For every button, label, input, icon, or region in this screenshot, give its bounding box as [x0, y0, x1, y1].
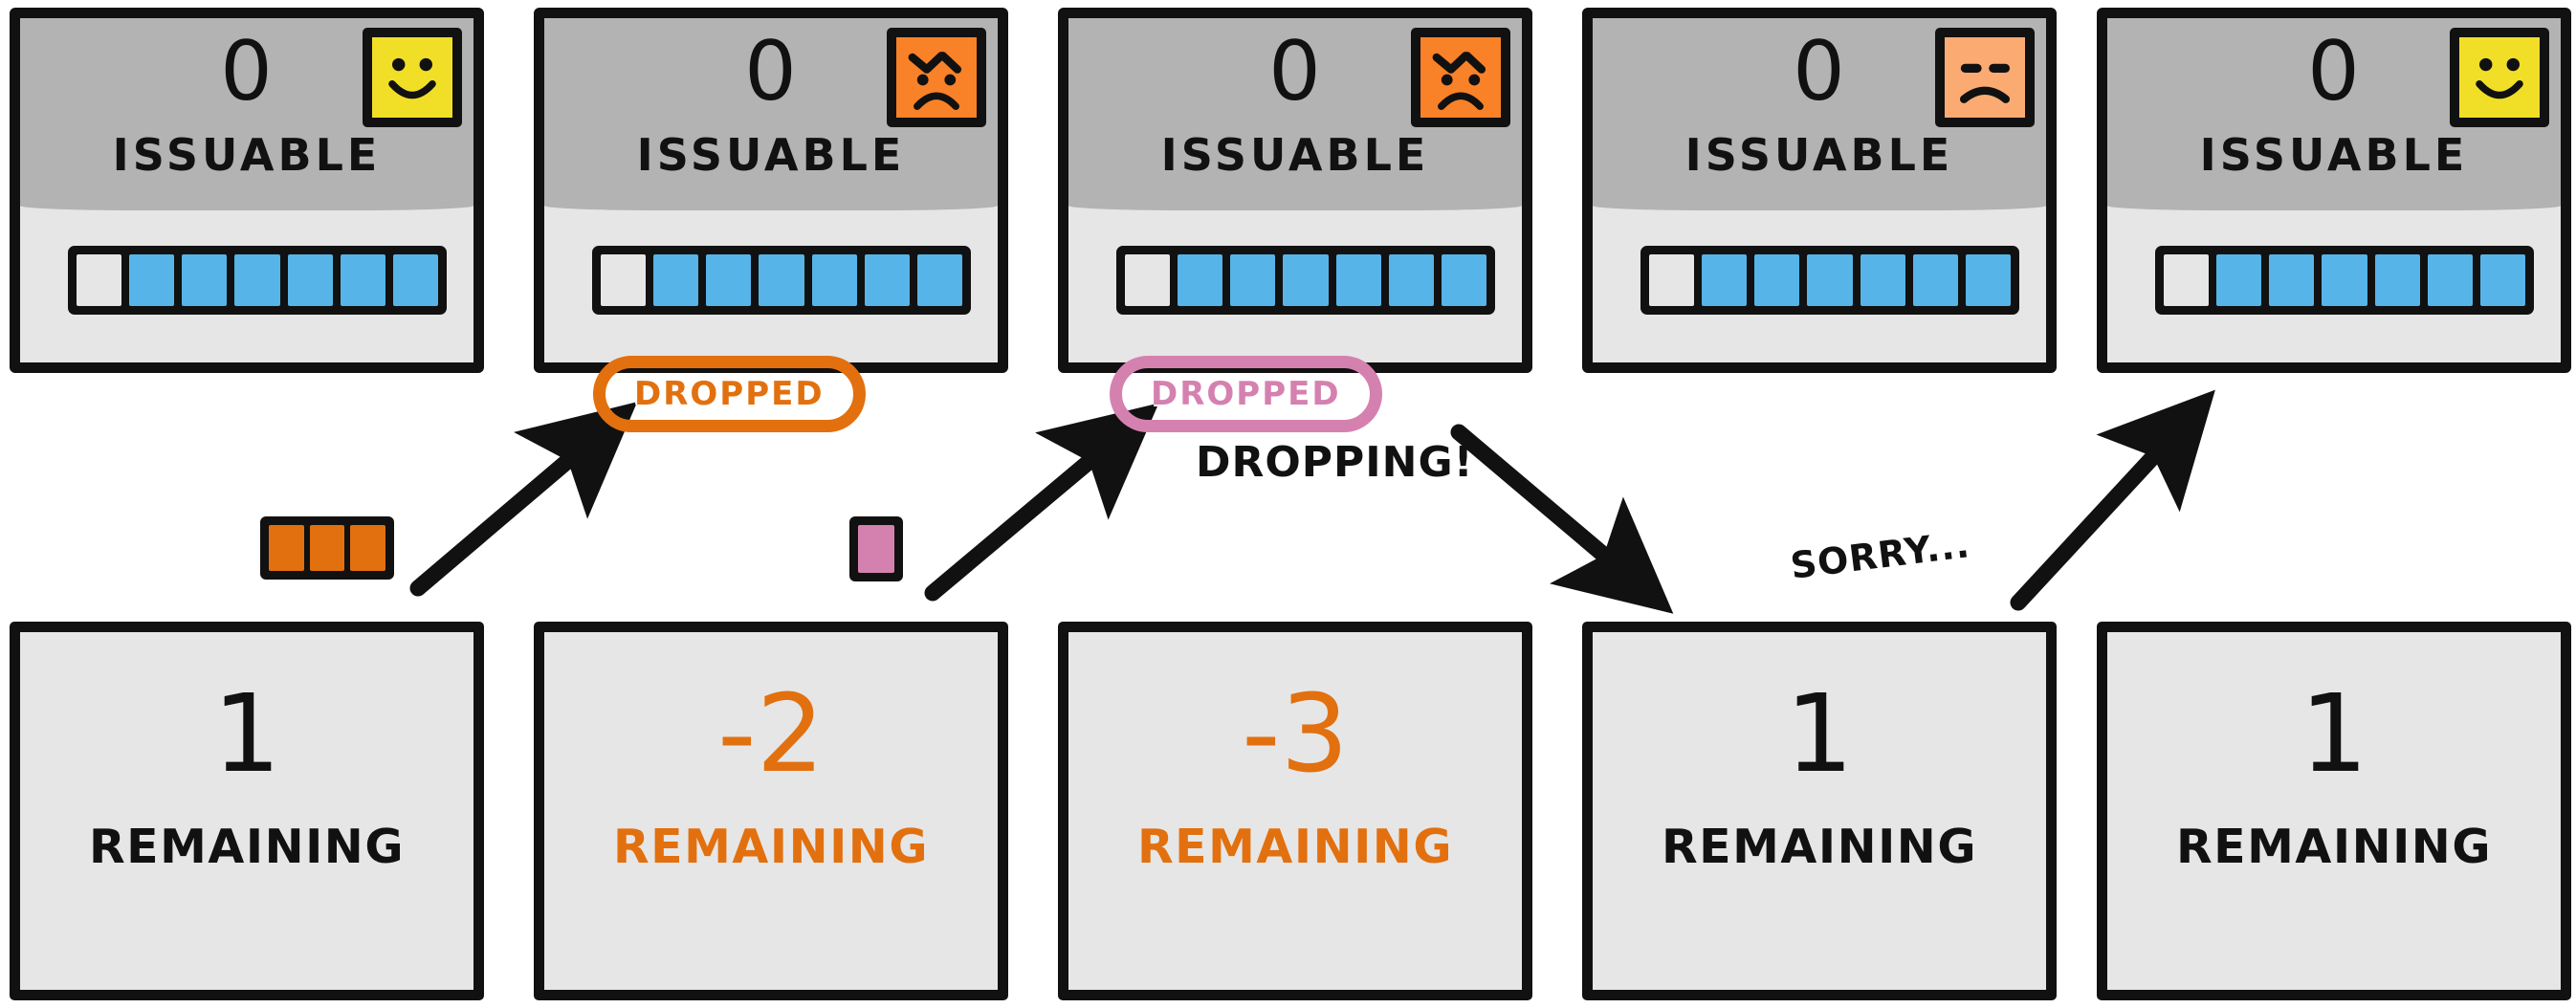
token-cell — [2427, 254, 2473, 306]
angry-face-icon — [1411, 28, 1510, 127]
issuable-card-2[interactable]: 0 ISSUABLE — [534, 8, 1008, 373]
token-cell — [706, 254, 752, 306]
token-cell — [182, 254, 228, 306]
sorry-label: SORRY... — [1788, 523, 1972, 587]
remaining-card-1[interactable]: 1 REMAINING — [10, 622, 484, 1000]
issuable-count: 0 — [744, 24, 798, 120]
token-cell — [1912, 254, 1958, 306]
remaining-value: 1 — [212, 672, 281, 797]
issuable-count: 0 — [1268, 24, 1322, 120]
issuable-count: 0 — [1793, 24, 1846, 120]
token-strip — [2155, 246, 2534, 315]
issuable-caption: ISSUABLE — [2199, 129, 2469, 181]
issuable-caption: ISSUABLE — [1684, 129, 1954, 181]
remaining-label: REMAINING — [88, 820, 406, 874]
token-cell — [1178, 254, 1223, 306]
token-cell-empty — [1649, 254, 1695, 306]
arrow-chip2-to-dropped2 — [924, 403, 1159, 602]
token-cell — [1702, 254, 1748, 306]
arrow-sorry-to-card5 — [2010, 389, 2215, 611]
token-cell — [653, 254, 699, 306]
token-cell — [1807, 254, 1853, 306]
token-cell — [811, 254, 857, 306]
happy-face-icon — [363, 28, 462, 127]
dropped-pill-orange: DROPPED — [593, 356, 866, 432]
token-cell — [1754, 254, 1800, 306]
token-cell — [2322, 254, 2367, 306]
token-cell — [1335, 254, 1381, 306]
remaining-label: REMAINING — [612, 820, 930, 874]
issuable-count: 0 — [220, 24, 274, 120]
chip-cell — [350, 525, 386, 571]
dropping-label: DROPPING! — [1196, 438, 1474, 487]
issuable-card-4[interactable]: 0 ISSUABLE — [1582, 8, 2057, 373]
token-cell-empty — [1125, 254, 1171, 306]
remaining-card-4[interactable]: 1 REMAINING — [1582, 622, 2057, 1000]
arrow-dropping-to-card4 — [1450, 424, 1674, 614]
token-cell — [1965, 254, 2011, 306]
orange-request-chip[interactable] — [260, 516, 394, 580]
issuable-count: 0 — [2307, 24, 2361, 120]
pink-request-chip[interactable] — [849, 516, 903, 581]
token-strip — [1116, 246, 1495, 315]
token-cell — [340, 254, 385, 306]
dropped-pill-pink: DROPPED — [1110, 356, 1382, 432]
neutral-frown-face-icon — [1935, 28, 2035, 127]
chip-cell — [269, 525, 304, 571]
token-strip — [1640, 246, 2019, 315]
token-cell — [234, 254, 280, 306]
token-cell — [2374, 254, 2420, 306]
remaining-label: REMAINING — [1136, 820, 1454, 874]
remaining-label: REMAINING — [2175, 820, 2493, 874]
token-cell — [1283, 254, 1329, 306]
token-cell — [759, 254, 804, 306]
token-cell — [129, 254, 175, 306]
issuable-card-3[interactable]: 0 ISSUABLE — [1058, 8, 1532, 373]
issuable-card-5[interactable]: 0 ISSUABLE — [2097, 8, 2571, 373]
token-cell — [2479, 254, 2525, 306]
token-cell — [916, 254, 962, 306]
remaining-label: REMAINING — [1661, 820, 1978, 874]
token-cell — [1441, 254, 1486, 306]
token-cell — [864, 254, 910, 306]
issuable-caption: ISSUABLE — [636, 129, 906, 181]
token-strip — [592, 246, 971, 315]
token-cell-empty — [2164, 254, 2210, 306]
remaining-card-2[interactable]: -2 REMAINING — [534, 622, 1008, 1000]
issuable-caption: ISSUABLE — [1160, 129, 1430, 181]
chip-cell — [309, 525, 345, 571]
remaining-value: -2 — [717, 672, 825, 797]
remaining-value: -3 — [1242, 672, 1349, 797]
arrow-chip1-to-dropped1 — [409, 402, 638, 597]
token-strip — [68, 246, 447, 315]
token-cell — [1230, 254, 1276, 306]
remaining-card-5[interactable]: 1 REMAINING — [2097, 622, 2571, 1000]
happy-face-icon — [2450, 28, 2549, 127]
angry-face-icon — [887, 28, 986, 127]
issuable-caption: ISSUABLE — [112, 129, 382, 181]
token-cell-empty — [601, 254, 647, 306]
token-cell — [2216, 254, 2262, 306]
token-cell-empty — [77, 254, 122, 306]
token-cell — [1860, 254, 1905, 306]
token-cell — [2269, 254, 2315, 306]
token-cell — [392, 254, 438, 306]
chip-cell — [858, 525, 894, 573]
remaining-value: 1 — [2300, 672, 2368, 797]
token-cell — [1388, 254, 1434, 306]
remaining-card-3[interactable]: -3 REMAINING — [1058, 622, 1532, 1000]
issuable-card-1[interactable]: 0 ISSUABLE — [10, 8, 484, 373]
remaining-value: 1 — [1785, 672, 1854, 797]
token-cell — [287, 254, 333, 306]
